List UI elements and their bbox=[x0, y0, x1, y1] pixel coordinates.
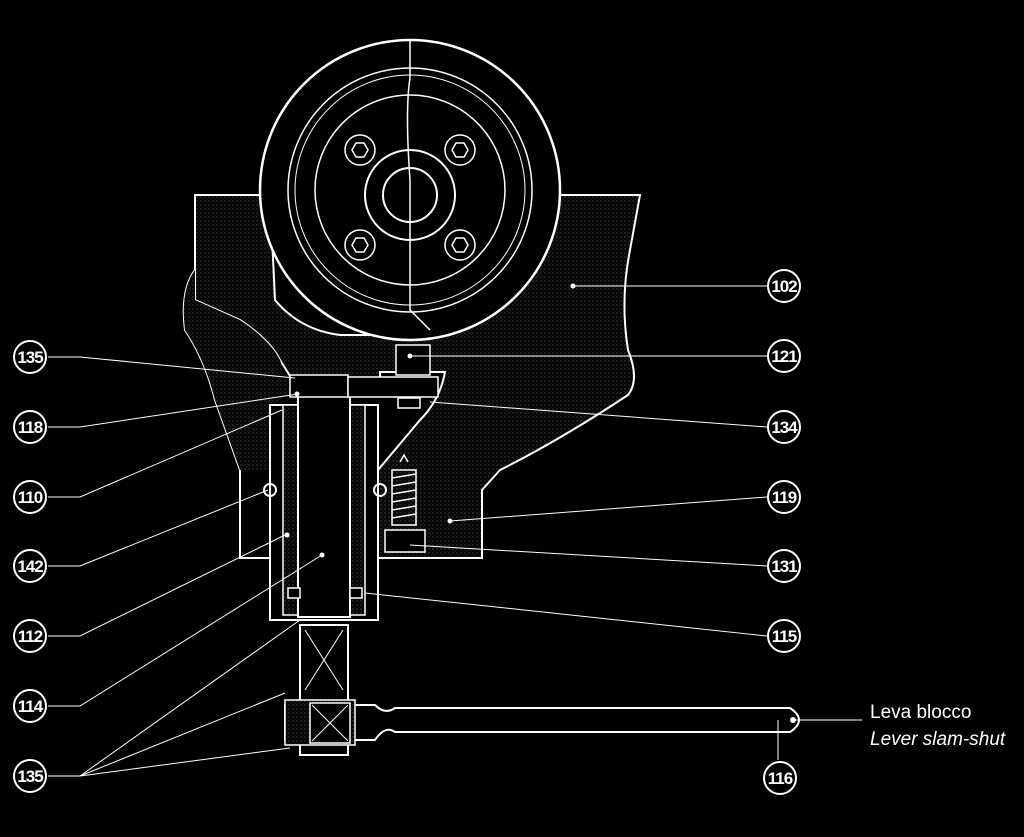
o-ring-left bbox=[263, 483, 277, 497]
shaft-lever-arm-121 bbox=[347, 376, 439, 398]
seal-left-115 bbox=[287, 587, 301, 599]
shaft-114 bbox=[297, 391, 351, 618]
caption-italian: Leva blocco bbox=[870, 702, 971, 723]
callout-116: 116 bbox=[763, 761, 797, 795]
callout-label: 110 bbox=[18, 488, 43, 507]
callout-112: 112 bbox=[13, 619, 47, 653]
o-ring-right bbox=[373, 483, 387, 497]
callout-134: 134 bbox=[767, 410, 801, 444]
callout-label: 102 bbox=[771, 277, 797, 296]
callout-label: 142 bbox=[17, 557, 43, 576]
callout-114: 114 bbox=[13, 689, 47, 723]
callout-131: 131 bbox=[767, 549, 801, 583]
callout-135-top: 135 bbox=[13, 340, 47, 374]
callout-label: 114 bbox=[18, 697, 44, 716]
screw-head-131 bbox=[384, 529, 426, 553]
callout-label: 121 bbox=[771, 347, 797, 366]
callout-135-bottom: 135 bbox=[13, 759, 47, 793]
callout-label: 118 bbox=[18, 418, 43, 437]
callout-121: 121 bbox=[767, 339, 801, 373]
caption-english: Lever slam-shut bbox=[870, 729, 1006, 750]
spring-screw-119 bbox=[391, 453, 417, 526]
callout-label: 115 bbox=[772, 627, 797, 646]
leader-dots bbox=[284, 283, 576, 558]
callout-label: 116 bbox=[768, 769, 793, 788]
body-left-hatch bbox=[183, 270, 290, 470]
callout-label: 131 bbox=[771, 557, 797, 576]
callout-label: 134 bbox=[771, 418, 798, 437]
cover-bolts bbox=[344, 134, 476, 261]
leader-lines bbox=[48, 285, 862, 777]
callout-label: 112 bbox=[18, 627, 43, 646]
callout-115: 115 bbox=[767, 619, 801, 653]
callout-102: 102 bbox=[767, 269, 801, 303]
callout-label: 135 bbox=[17, 767, 43, 786]
lever-slam-shut bbox=[284, 704, 800, 741]
callout-110: 110 bbox=[13, 480, 47, 514]
seal-right-115 bbox=[349, 587, 363, 599]
cover-cutaway bbox=[406, 40, 431, 331]
callout-142: 142 bbox=[13, 549, 47, 583]
lever-hub-x bbox=[311, 704, 349, 742]
screw-134 bbox=[397, 397, 421, 409]
callout-label: 119 bbox=[772, 488, 797, 507]
callout-118: 118 bbox=[13, 410, 47, 444]
callout-119: 119 bbox=[767, 480, 801, 514]
callout-label: 135 bbox=[17, 348, 43, 367]
pin-121 bbox=[395, 344, 431, 376]
